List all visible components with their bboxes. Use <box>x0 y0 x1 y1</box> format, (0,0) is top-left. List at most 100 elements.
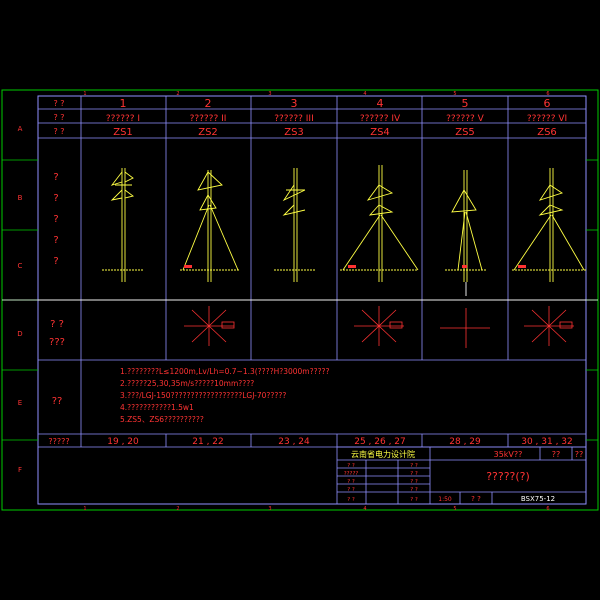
top-number: 4 <box>363 91 366 97</box>
table-grid <box>38 96 586 448</box>
signature-role: ? ? <box>347 487 355 493</box>
elevation-char: ? <box>53 172 58 183</box>
drawing-number: BSX75-12 <box>521 495 555 503</box>
title-field-b: ?? <box>575 450 584 459</box>
page-numbers: 19 , 20 21 , 22 23 , 24 25 , 26 , 27 28 … <box>107 437 573 447</box>
top-number: 1 <box>83 91 86 97</box>
signature-role: ? ? <box>410 463 418 469</box>
side-letter: C <box>18 262 23 270</box>
plan-zs5 <box>440 308 490 348</box>
notes-label: ?? <box>52 396 63 407</box>
page-number: 23 , 24 <box>278 437 310 447</box>
column-type: ?????? III <box>274 114 314 124</box>
plan-label-line2: ??? <box>49 337 65 348</box>
header-label-row1: ? ? <box>53 99 64 108</box>
header-label-row2: ? ? <box>53 113 64 122</box>
note-line: 2.?????25,30,35m/s?????10mm???? <box>120 379 254 388</box>
side-letter: D <box>17 330 22 338</box>
note-line: 4.???????????1.5w1 <box>120 403 194 412</box>
page-number: 21 , 22 <box>192 437 224 447</box>
column-number: 3 <box>291 97 298 110</box>
tower-zs4 <box>342 165 419 282</box>
tower-zs2 <box>182 170 239 282</box>
page-number: 25 , 26 , 27 <box>354 437 406 447</box>
bottom-number: 2 <box>176 506 179 512</box>
bottom-number: 5 <box>453 506 456 512</box>
tower-zs5 <box>451 170 483 296</box>
title-block-grid <box>336 446 587 505</box>
top-number: 3 <box>268 91 271 97</box>
signature-role: ? ? <box>410 497 418 503</box>
tower-zs1 <box>110 168 135 282</box>
signature-role: ????? <box>344 471 359 477</box>
bottom-numbers: 1 2 3 4 5 6 <box>83 506 549 512</box>
column-code: ZS5 <box>455 127 475 138</box>
column-code: ZS1 <box>113 127 133 138</box>
top-number: 6 <box>546 91 549 97</box>
column-number: 2 <box>205 97 212 110</box>
top-number: 2 <box>176 91 179 97</box>
note-line: 5.ZS5、ZS6?????????? <box>120 415 204 424</box>
side-letter: B <box>18 194 23 202</box>
signature-role: ? ? <box>347 479 355 485</box>
top-numbers: 1 2 3 4 5 6 <box>83 91 549 97</box>
company-name: 云南省电力设计院 <box>351 449 415 459</box>
bottom-number: 6 <box>546 506 549 512</box>
plan-zs6 <box>524 306 574 346</box>
signature-role: ? ? <box>410 487 418 493</box>
elevation-label: ? ? ? ? ? <box>53 172 58 267</box>
drawing-no-label: ? ? <box>471 495 481 503</box>
column-code: ZS4 <box>370 127 390 138</box>
elevation-char: ? <box>53 256 58 267</box>
plan-label-line1: ? ? <box>50 319 64 330</box>
column-number: 5 <box>462 97 469 110</box>
note-line: 3.???/LGJ-150??????????????????LGJ-70???… <box>120 391 286 400</box>
column-numbers: 1 2 3 4 5 6 <box>120 97 551 110</box>
side-letter: E <box>18 399 22 407</box>
column-type: ?????? IV <box>360 114 401 124</box>
column-number: 6 <box>544 97 551 110</box>
column-number: 1 <box>120 97 127 110</box>
column-code: ZS2 <box>198 127 218 138</box>
side-letter: A <box>18 125 23 133</box>
plan-zs4 <box>354 306 404 346</box>
top-number: 5 <box>453 91 456 97</box>
side-letter: F <box>18 466 22 474</box>
tower-zs3 <box>282 168 306 282</box>
title-field-a: ?? <box>552 450 561 459</box>
signature-rows: ? ? ? ? ????? ? ? ? ? ? ? ? ? ? ? ? ? ? … <box>344 463 418 503</box>
elevation-char: ? <box>53 214 58 225</box>
column-type: ?????? VI <box>527 114 567 124</box>
bottom-number: 3 <box>268 506 271 512</box>
elevation-char: ? <box>53 193 58 204</box>
plan-zs2 <box>184 306 235 346</box>
page-number: 19 , 20 <box>107 437 139 447</box>
signature-role: ? ? <box>410 479 418 485</box>
side-letters: A B C D E F <box>17 125 22 474</box>
column-type: ?????? I <box>106 114 140 124</box>
bottom-number: 4 <box>363 506 366 512</box>
note-line: 1.????????L≤1200m,Lv/Lh=0.7~1.3(????H?30… <box>120 367 330 376</box>
column-codes: ZS1 ZS2 ZS3 ZS4 ZS5 ZS6 <box>113 127 557 138</box>
page-number: 28 , 29 <box>449 437 481 447</box>
notes: 1.????????L≤1200m,Lv/Lh=0.7~1.3(????H?30… <box>120 367 330 424</box>
elevation-char: ? <box>53 235 58 246</box>
page-label: ????? <box>48 437 69 446</box>
column-code: ZS3 <box>284 127 304 138</box>
signature-role: ? ? <box>410 471 418 477</box>
voltage-label: 35kV?? <box>494 450 523 459</box>
scale-value: 1:50 <box>438 496 452 503</box>
signature-role: ? ? <box>347 463 355 469</box>
bottom-number: 1 <box>83 506 86 512</box>
signature-role: ? ? <box>347 497 355 503</box>
column-code: ZS6 <box>537 127 557 138</box>
column-type: ?????? V <box>446 114 485 124</box>
page-number: 30 , 31 , 32 <box>521 437 573 447</box>
header-label-row3: ? ? <box>53 127 64 136</box>
drawing-title: ?????(?) <box>486 470 530 483</box>
tower-zs6 <box>513 168 585 282</box>
column-types: ?????? I ?????? II ?????? III ?????? IV … <box>106 114 567 124</box>
column-number: 4 <box>377 97 384 110</box>
column-type: ?????? II <box>190 114 227 124</box>
